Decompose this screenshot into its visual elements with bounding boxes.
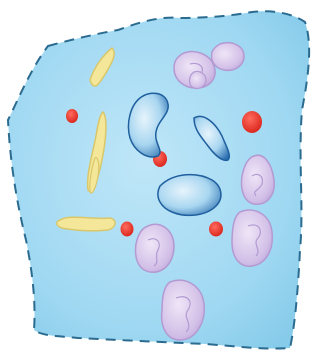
purple-organelle	[212, 43, 245, 71]
nucleus-fragment	[158, 175, 221, 216]
purple-organelle	[136, 224, 174, 272]
red-dot	[242, 111, 262, 133]
red-dot	[66, 109, 78, 123]
purple-organelle	[162, 280, 205, 340]
yellow-rod	[57, 217, 115, 231]
red-dot	[209, 222, 223, 237]
red-dot	[121, 222, 134, 237]
purple-organelle	[190, 71, 207, 88]
purple-organelle	[232, 210, 272, 266]
